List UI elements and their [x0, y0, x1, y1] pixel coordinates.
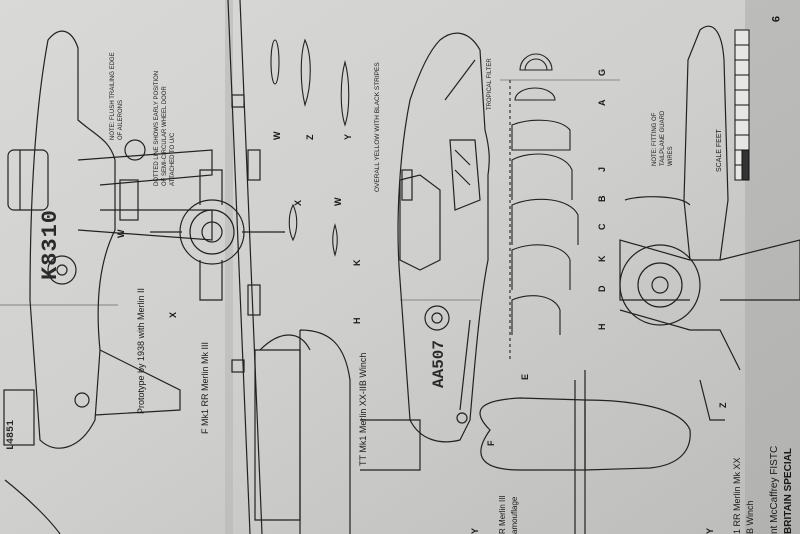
note-tailplane-line3: WIRES	[668, 146, 674, 166]
section-letter: A	[597, 99, 607, 107]
section-letter: K	[352, 259, 362, 267]
section-letter: W	[116, 229, 126, 239]
serial-marking-mid: AA507	[430, 339, 448, 388]
serial-marking-top: K8310	[38, 208, 63, 280]
section-letter: H	[597, 323, 607, 331]
section-letter: Y	[343, 133, 353, 140]
note-wheel-door-line2: OF SEMI-CIRCULAR WHEEL DOOR	[162, 86, 168, 186]
tt-mk1-top-view-drawing	[619, 25, 800, 421]
tailplane-planform-drawing	[479, 370, 691, 534]
footer-credit: nt McCaffrey FISTC	[769, 445, 780, 534]
note-tailplane-line2: TAILPLANE GUARD	[660, 110, 666, 166]
tt-mk1-fuselage-drawing	[397, 32, 490, 443]
section-letter: J	[597, 166, 607, 172]
caption-mk1-lower-winch: B Winch	[745, 500, 755, 534]
section-letter: W	[272, 131, 282, 141]
cross-section-profiles	[270, 38, 350, 257]
prototype-fuselage-drawing	[3, 30, 213, 534]
section-letter: B	[597, 195, 607, 203]
note-tailplane-line1: NOTE: FITTING OF	[652, 112, 658, 166]
caption-camouflage: amouflage	[510, 496, 519, 534]
caption-prototype: Prototype by 1938 with Merlin II	[136, 287, 146, 414]
note-wheel-door-line1: DOTTED LINE SHOWS EARLY POSITION	[154, 70, 160, 186]
scale-bar	[734, 29, 750, 181]
section-letter: K	[597, 255, 607, 263]
section-letter: W	[333, 197, 343, 207]
section-letter: X	[293, 199, 303, 206]
caption-f-mk1: F Mk1 RR Merlin Mk III	[200, 341, 210, 434]
wing-planform-drawing	[299, 329, 421, 534]
section-letter: D	[597, 285, 607, 293]
fuselage-frame-sections	[509, 53, 579, 360]
f-mk1-front-view-drawing	[150, 0, 311, 534]
section-letter: X	[168, 311, 178, 318]
caption-tt-mk1: TT Mk1 Merlin XX-IIB Winch	[358, 352, 368, 466]
section-letter: F	[486, 440, 496, 447]
note-wheel-door-line3: ATTACHED TO U/C	[170, 132, 176, 186]
section-letter: H	[352, 317, 362, 325]
section-letter: Y	[705, 527, 715, 534]
section-letter: C	[597, 223, 607, 231]
section-letter: Z	[718, 402, 728, 409]
page-number: 9	[769, 16, 781, 23]
caption-merlin-iii: R Merlin III	[498, 495, 507, 534]
note-ailerons-line2: OF AILERONS	[118, 99, 124, 140]
section-letter: Y	[470, 527, 480, 534]
section-letter: Z	[305, 134, 315, 141]
caption-mk1-lower: 1 RR Merlin Mk XX	[732, 457, 742, 534]
serial-marking-small: L4851	[6, 419, 17, 450]
scale-label: SCALE FEET	[716, 129, 723, 172]
section-letter: G	[597, 68, 607, 76]
section-letter: E	[520, 373, 530, 380]
note-tropical: TROPICAL FILTER	[487, 58, 493, 110]
note-ailerons-line1: NOTE: FLUSH TRAILING EDGE	[110, 52, 116, 140]
footer-series: BRITAIN SPECIAL	[783, 448, 794, 534]
note-yellow: OVERALL YELLOW WITH BLACK STRIPES	[374, 62, 381, 192]
